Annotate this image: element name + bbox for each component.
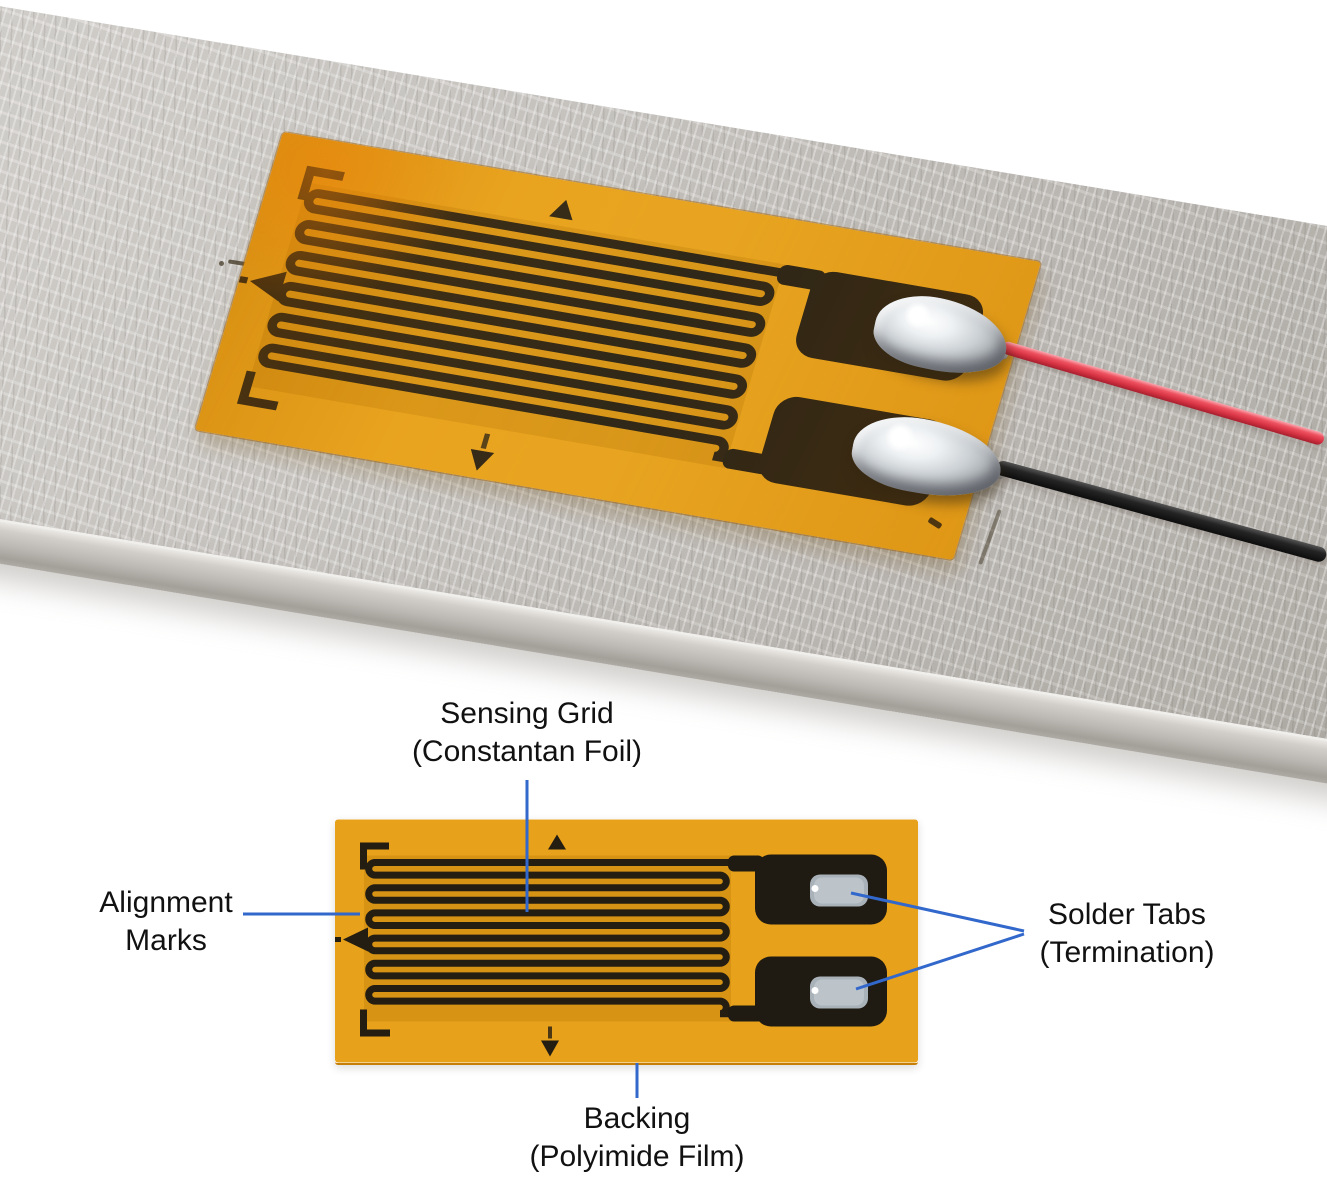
label-alignment-marks-line2: Marks: [125, 924, 207, 957]
scribe-dot-left: [219, 261, 224, 266]
metal-bar-edge: [0, 495, 1327, 791]
strain-gauge-diagram: [335, 819, 918, 1065]
label-backing-line2: (Polyimide Film): [529, 1140, 745, 1173]
label-sensing-grid-line2: (Constantan Foil): [411, 735, 643, 768]
label-alignment-marks: Alignment Marks: [99, 884, 232, 960]
solder-pad-lower-sparkle-icon: [811, 987, 819, 994]
label-sensing-grid: Sensing Grid (Constantan Foil): [412, 695, 642, 771]
label-alignment-marks-line1: Alignment: [99, 886, 233, 919]
strain-gauge-diagram-art: [335, 819, 918, 1063]
solder-pad-lower-highlight: [814, 979, 864, 1006]
solder-pad-upper-sparkle-icon: [811, 885, 819, 892]
label-sensing-grid-line1: Sensing Grid: [440, 697, 614, 730]
label-solder-tabs: Solder Tabs (Termination): [1039, 896, 1214, 972]
label-backing-line1: Backing: [583, 1102, 691, 1135]
label-backing: Backing (Polyimide Film): [529, 1100, 744, 1176]
label-solder-tabs-line1: Solder Tabs: [1048, 898, 1206, 931]
solder-pad-upper-highlight: [814, 877, 864, 904]
label-solder-tabs-line2: (Termination): [1039, 936, 1215, 969]
